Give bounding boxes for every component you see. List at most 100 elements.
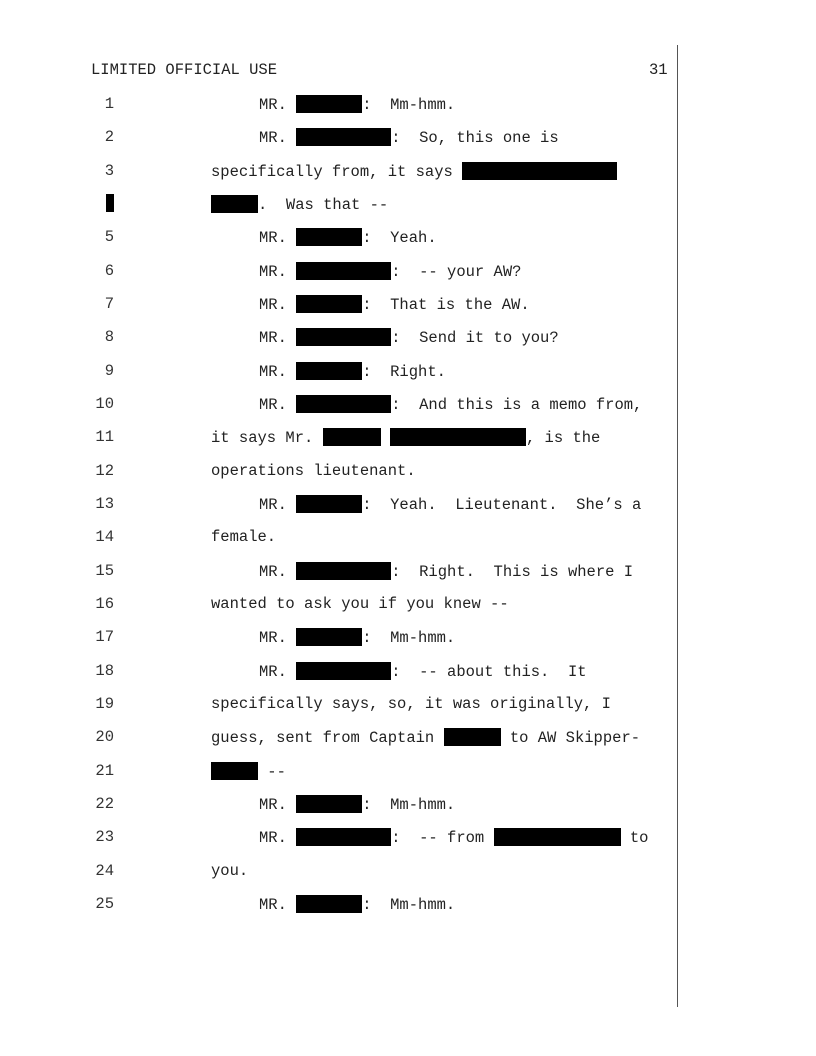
line-number: 1 <box>104 95 114 113</box>
redaction-box <box>296 828 392 847</box>
line-number: 17 <box>95 628 114 647</box>
redaction-box <box>296 128 392 147</box>
redaction-box <box>296 328 392 347</box>
text-segment: female. <box>211 528 277 547</box>
line-number: 7 <box>104 294 114 313</box>
text-segment: . Was that -- <box>258 195 389 214</box>
text-segment: MR. <box>259 562 297 581</box>
line-text: you. <box>211 862 248 880</box>
line-text: guess, sent from Captain to AW Skipper- <box>211 728 640 747</box>
transcript-line: 1 MR. : Mm-hmm. <box>0 95 816 115</box>
line-text: it says Mr. , is the <box>211 428 600 447</box>
line-text: MR. : Mm-hmm. <box>259 628 455 647</box>
text-segment: it says Mr. <box>211 429 323 448</box>
redaction-box <box>296 294 363 313</box>
line-number: 24 <box>95 861 114 880</box>
text-segment: MR. <box>259 395 297 414</box>
text-segment: guess, sent from Captain <box>211 729 444 748</box>
transcript-line: 7 MR. : That is the AW. <box>0 294 816 315</box>
text-segment: operations lieutenant. <box>211 461 416 480</box>
text-segment: : Mm-hmm. <box>362 629 456 648</box>
text-segment: , is the <box>525 429 601 448</box>
text-segment: MR. <box>259 895 297 914</box>
transcript-line: 5 MR. : Yeah. <box>0 228 816 248</box>
transcript-line: . Was that -- <box>0 193 816 215</box>
transcript-line: 14 female. <box>0 528 816 548</box>
line-text: MR. : Mm-hmm. <box>259 794 456 814</box>
redaction-box <box>296 494 363 513</box>
text-segment: : And this is a memo from, <box>391 395 643 414</box>
line-number: 3 <box>104 161 114 180</box>
text-segment: MR. <box>259 795 297 814</box>
line-number: 2 <box>104 128 114 147</box>
line-number: 6 <box>104 261 114 280</box>
line-number: 21 <box>95 761 114 780</box>
line-text: specifically says, so, it was originally… <box>211 695 611 713</box>
line-number: 23 <box>95 828 114 847</box>
line-number: 12 <box>95 461 114 480</box>
transcript-line: 23 MR. : -- from to <box>0 828 816 848</box>
text-segment: specifically from, it says <box>211 162 463 181</box>
line-number: 9 <box>104 361 114 380</box>
text-segment: : That is the AW. <box>362 295 530 314</box>
transcript-line: 12 operations lieutenant. <box>0 462 816 482</box>
line-text: MR. : Mm-hmm. <box>259 894 455 914</box>
redaction-box <box>389 428 526 447</box>
line-number: 14 <box>95 528 114 547</box>
text-segment: : Mm-hmm. <box>362 795 456 814</box>
text-segment: MR. <box>259 96 297 114</box>
transcript-line: 21 -- <box>0 761 816 782</box>
redaction-box <box>296 661 392 680</box>
redaction-box <box>322 428 381 447</box>
line-number: 15 <box>95 561 114 580</box>
line-text: MR. : That is the AW. <box>259 294 530 314</box>
text-segment: specifically says, so, it was originally… <box>211 694 611 713</box>
line-number: 5 <box>104 228 114 247</box>
text-segment: MR. <box>259 662 297 681</box>
line-number: 13 <box>95 494 114 513</box>
redaction-box <box>296 394 392 413</box>
text-segment: : -- about this. It <box>391 662 587 681</box>
redaction-box <box>493 828 621 847</box>
text-segment: : -- from <box>391 829 494 848</box>
text-segment: : Mm-hmm. <box>362 96 456 114</box>
line-text: -- <box>211 761 286 781</box>
line-text: MR. : Right. This is where I <box>259 561 634 581</box>
text-segment: to <box>620 829 649 848</box>
line-text: MR. : -- about this. It <box>259 661 587 681</box>
text-segment: MR. <box>259 829 297 848</box>
line-text: specifically from, it says <box>211 161 618 181</box>
line-text: MR. : And this is a memo from, <box>259 394 643 414</box>
line-text: . Was that -- <box>211 194 389 214</box>
line-text: MR. : Yeah. Lieutenant. She’s a <box>259 494 641 514</box>
transcript-line: 13 MR. : Yeah. Lieutenant. She’s a <box>0 494 816 515</box>
text-segment: : Yeah. <box>362 229 437 248</box>
redaction-box <box>296 794 363 813</box>
text-segment: : Send it to you? <box>391 329 559 348</box>
redaction-box <box>296 361 363 380</box>
text-segment: MR. <box>259 629 297 648</box>
redaction-box <box>296 628 363 647</box>
redaction-box <box>296 228 363 247</box>
transcript-line: 17 MR. : Mm-hmm. <box>0 628 816 648</box>
text-segment: wanted to ask you if you knew -- <box>211 594 509 613</box>
text-segment: : Right. This is where I <box>391 562 634 581</box>
redaction-box <box>296 894 363 913</box>
text-segment: you. <box>211 861 249 880</box>
text-segment: : So, this one is <box>391 129 559 148</box>
line-number: 8 <box>104 328 114 347</box>
line-text: female. <box>211 528 276 546</box>
text-segment: MR. <box>259 229 297 248</box>
line-text: wanted to ask you if you knew -- <box>211 595 509 613</box>
redacted-line-number <box>106 193 114 212</box>
redaction-box <box>296 561 392 580</box>
